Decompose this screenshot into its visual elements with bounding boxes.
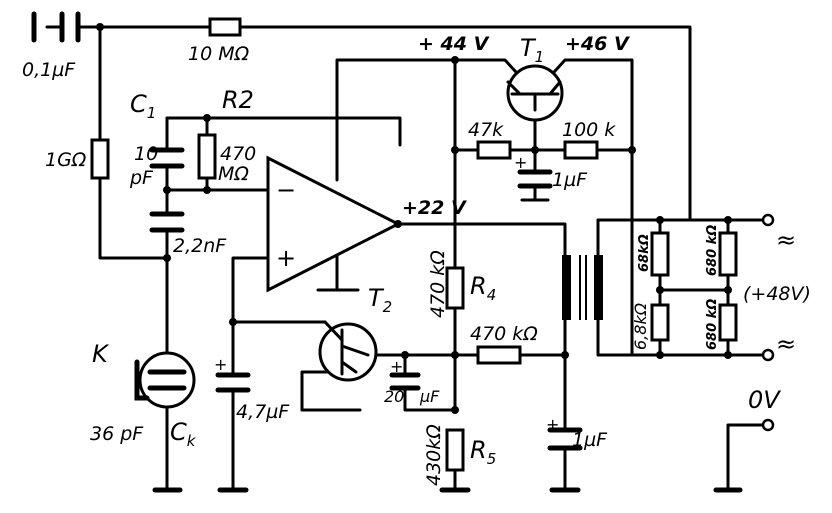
- label-2-2nf: 2,2nF: [173, 235, 227, 257]
- label-plus-1uf-top: +: [514, 153, 527, 172]
- label-20-unit: µF: [419, 387, 440, 406]
- label-tilde-top: ≈: [776, 226, 796, 254]
- resistor-680k-top: [718, 231, 738, 277]
- label-4-7uf: 4,7µF: [236, 401, 290, 423]
- capacitor-1uf-top: [517, 169, 553, 189]
- label-470k-emitter: 470 kΩ: [470, 323, 538, 345]
- capacitor-4-7uf: [215, 372, 251, 393]
- label-r5: R5: [470, 436, 496, 468]
- label-20: 20: [384, 387, 404, 406]
- resistor-100k: [563, 140, 599, 160]
- label-1g: 1GΩ: [45, 149, 87, 171]
- label-10m: 10 MΩ: [188, 43, 250, 65]
- resistor-r2: [197, 133, 217, 180]
- label-46v: +46 V: [565, 33, 630, 55]
- label-opamp-minus: −: [276, 176, 296, 204]
- label-ck-value: 36 pF: [90, 423, 144, 445]
- label-t2: T2: [368, 284, 392, 316]
- label-r4-value: 470 kΩ: [427, 250, 449, 318]
- capacitor-1uf-bottom: [547, 427, 583, 451]
- label-48v: (+48V): [743, 283, 811, 305]
- label-c1: C1: [130, 90, 156, 122]
- transistor-t2: [318, 320, 378, 382]
- label-k: K: [92, 340, 110, 368]
- junction-dots: [96, 23, 732, 414]
- transistor-t1: [506, 64, 564, 122]
- label-1uf-bottom: 1µF: [572, 429, 608, 451]
- label-plus-20uf: +: [390, 357, 403, 376]
- label-r2-value-b: MΩ: [218, 163, 249, 185]
- label-680k-top: 680 kΩ: [705, 225, 720, 276]
- output-terminal-bottom[interactable]: [761, 348, 775, 362]
- label-c1-value-a: 10: [134, 143, 158, 165]
- label-68k: 68kΩ: [637, 234, 652, 272]
- wires: [45, 25, 770, 492]
- output-terminal-top[interactable]: [761, 213, 775, 227]
- resistor-6-8k: [650, 303, 670, 342]
- resistor-68k: [650, 231, 670, 277]
- resistor-r4: [445, 266, 465, 310]
- label-680k-bottom: 680 kΩ: [705, 299, 720, 350]
- label-c1-value-b: pF: [129, 167, 154, 189]
- terminal-0v[interactable]: [761, 418, 775, 432]
- output-transformer: [562, 255, 603, 320]
- resistor-680k-bottom: [718, 303, 738, 342]
- label-t1: T1: [520, 34, 544, 66]
- label-6-8k: 6,8kΩ: [631, 302, 650, 350]
- label-1uf-top: 1µF: [552, 169, 588, 191]
- capacitor-c1: [149, 147, 185, 169]
- resistor-47k: [476, 140, 512, 160]
- label-opamp-plus: +: [276, 244, 296, 272]
- label-r4: R4: [470, 272, 496, 304]
- label-0v: 0V: [748, 386, 781, 414]
- label-r2: R2: [222, 86, 254, 114]
- label-ck: Ck: [170, 418, 197, 450]
- label-plus-4-7uf: +: [214, 355, 227, 374]
- label-plus-1uf-bottom: +: [546, 415, 559, 434]
- label-r2-value-a: 470: [220, 143, 256, 165]
- resistor-10m: [208, 17, 242, 37]
- label-44v: + 44 V: [418, 33, 490, 55]
- op-amp: [266, 155, 402, 293]
- label-r5-value: 430kΩ: [423, 424, 445, 486]
- label-input-cap: 0,1µF: [22, 59, 76, 81]
- capacitor-20uf: [389, 372, 421, 391]
- resistor-r5: [445, 428, 465, 472]
- input-capacitor: [31, 11, 81, 43]
- microphone-capsule: [134, 351, 196, 409]
- resistor-470k-emitter: [476, 345, 522, 365]
- label-100k: 100 k: [562, 119, 616, 141]
- resistor-1g: [90, 138, 110, 180]
- label-22v: +22 V: [402, 197, 467, 219]
- label-tilde-bottom: ≈: [776, 330, 796, 358]
- capacitor-2-2nf: [149, 211, 185, 233]
- label-47k: 47k: [468, 119, 504, 141]
